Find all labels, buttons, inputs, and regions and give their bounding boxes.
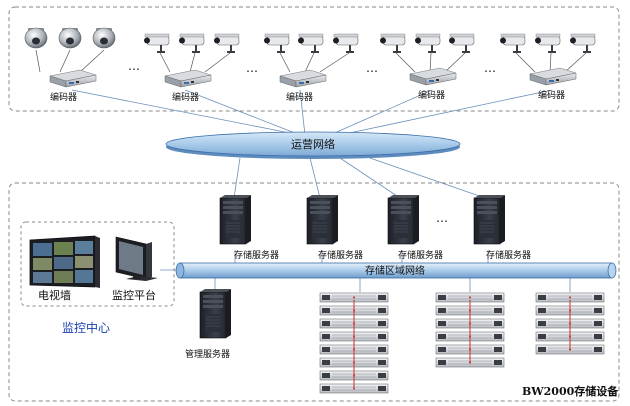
rack-storage-column-3 <box>535 292 605 355</box>
bullet-camera-icon <box>499 33 526 54</box>
storage-server-label: 存储服务器 <box>486 249 531 261</box>
storage-server-label: 存储服务器 <box>318 249 363 261</box>
bullet-camera-icon <box>297 33 324 54</box>
encoder-box-icon <box>49 69 97 88</box>
ellipsis-4: … <box>484 61 497 75</box>
bullet-camera-icon <box>569 33 596 54</box>
storage-server-label: 存储服务器 <box>398 249 443 261</box>
storage-server-icon <box>387 194 420 245</box>
server-ellipsis: … <box>436 211 448 225</box>
tv-wall-icon <box>29 235 100 288</box>
ellipsis-3: … <box>366 61 379 75</box>
bullet-camera-icon <box>263 33 290 54</box>
bullet-camera-icon <box>213 33 240 54</box>
bullet-camera-icon <box>178 33 205 54</box>
encoder-label: 编码器 <box>286 91 313 103</box>
encoder-box-icon <box>164 69 212 88</box>
dome-camera-icon <box>24 27 48 49</box>
monitor-platform-label: 监控平台 <box>112 288 156 302</box>
storage-server-icon <box>473 194 506 245</box>
camera-zone-border <box>8 6 620 112</box>
dome-camera-icon <box>92 27 116 49</box>
encoder-box-icon <box>529 67 577 86</box>
tv-wall-label: 电视墙 <box>38 288 71 302</box>
ellipsis-2: … <box>246 61 259 75</box>
encoder-links <box>71 89 571 292</box>
camera-group-3 <box>263 33 359 88</box>
ellipsis-1: … <box>128 59 141 73</box>
encoder-label: 编码器 <box>172 91 199 103</box>
encoder-box-icon <box>409 67 457 86</box>
encoder-label: 编码器 <box>538 89 565 101</box>
bullet-camera-icon <box>379 33 406 54</box>
storage-zone-border <box>8 182 620 402</box>
storage-server-icon <box>306 194 339 245</box>
monitor-center-box <box>20 221 175 307</box>
monitor-icon <box>115 236 158 281</box>
camera-group-1 <box>24 27 116 88</box>
bullet-camera-icon <box>414 33 441 54</box>
network-label: 运营网络 <box>291 137 335 151</box>
bullet-camera-icon <box>143 33 170 54</box>
camera-group-5 <box>499 33 596 86</box>
san-label: 存储区域网络 <box>365 264 425 277</box>
storage-area-network-pipe: 存储区域网络 <box>175 262 617 279</box>
rack-storage-column-1 <box>319 292 389 394</box>
dome-camera-icon <box>58 27 82 49</box>
bullet-camera-icon <box>332 33 359 54</box>
encoder-label: 编码器 <box>418 89 445 101</box>
monitor-center-label: 监控中心 <box>62 320 110 335</box>
operator-network: 运营网络 <box>165 131 461 159</box>
bullet-camera-icon <box>448 33 475 54</box>
storage-server-label: 存储服务器 <box>234 249 279 261</box>
encoder-box-icon <box>279 69 327 88</box>
camera-group-2 <box>143 33 240 88</box>
bullet-camera-icon <box>534 33 561 54</box>
encoder-label: 编码器 <box>50 91 77 103</box>
rack-storage-column-2 <box>435 292 505 368</box>
storage-server-icon <box>219 194 252 245</box>
management-server-label: 管理服务器 <box>185 348 230 360</box>
storage-device-label: BW2000存储设备 <box>522 384 619 398</box>
camera-group-4 <box>379 33 475 86</box>
management-server-icon <box>199 288 232 339</box>
